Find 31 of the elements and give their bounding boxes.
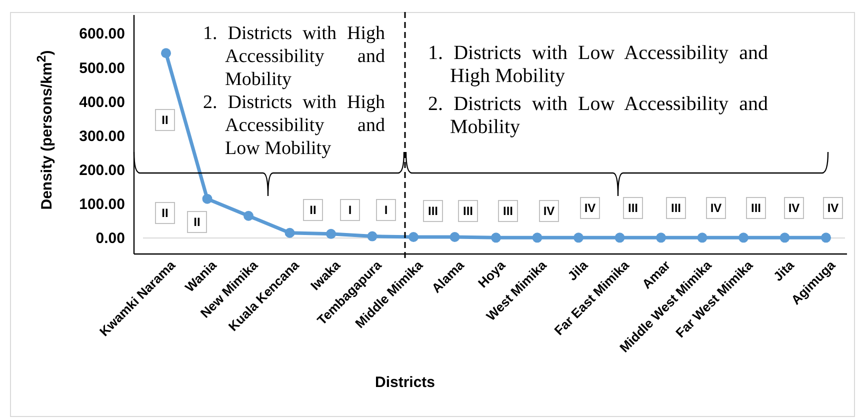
class-tag: I bbox=[340, 199, 360, 221]
tick-label: 400.00 bbox=[79, 94, 125, 111]
note-text: 1. Districts with High Accessibility and Mobility bbox=[203, 22, 385, 91]
class-tag: II bbox=[303, 199, 323, 221]
class-tag: III bbox=[498, 200, 518, 222]
tick-label: 100.00 bbox=[79, 196, 125, 213]
tick-label: 200.00 bbox=[79, 162, 125, 179]
class-tag: II bbox=[187, 211, 207, 233]
class-tag: IV bbox=[784, 197, 804, 219]
class-tag: IV bbox=[706, 197, 726, 219]
class-tag: II bbox=[155, 202, 175, 224]
note-text: 2. Districts with Low Accessibility and Mobility bbox=[428, 93, 768, 139]
class-tag: II bbox=[155, 109, 175, 131]
category-label: Jila bbox=[564, 258, 591, 284]
note-text: 2. Districts with High Accessibility and Low Mobility bbox=[203, 91, 385, 160]
class-tag: IV bbox=[580, 197, 600, 219]
class-tag: III bbox=[423, 200, 443, 222]
tick-label: 600.00 bbox=[79, 26, 125, 43]
tick-label: 0.00 bbox=[96, 230, 125, 247]
class-tag: III bbox=[458, 200, 478, 222]
class-tag: III bbox=[746, 197, 766, 219]
tick-label: 300.00 bbox=[79, 128, 125, 145]
tick-label: 500.00 bbox=[79, 60, 125, 77]
class-tag: IV bbox=[539, 200, 559, 222]
class-tag: III bbox=[666, 197, 686, 219]
note-text: 1. Districts with Low Accessibility and High Mobility bbox=[428, 42, 768, 88]
axis-title: Districts bbox=[374, 374, 436, 391]
category-label: Jita bbox=[770, 258, 797, 284]
class-tag: III bbox=[623, 197, 643, 219]
class-tag: I bbox=[376, 199, 396, 221]
class-tag: IV bbox=[823, 197, 843, 219]
